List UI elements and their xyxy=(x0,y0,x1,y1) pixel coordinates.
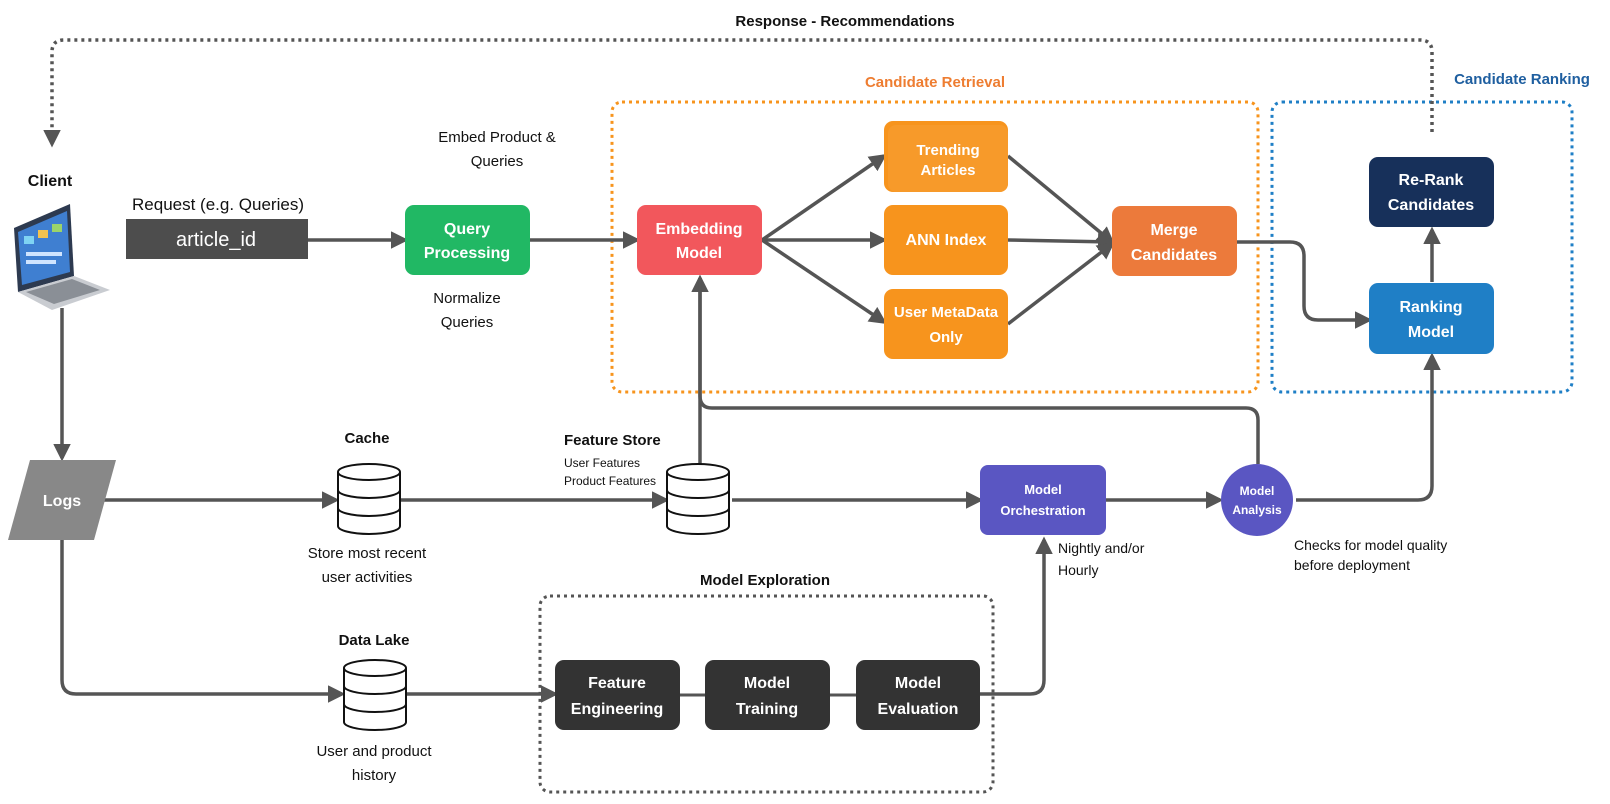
user-metadata-line2: Only xyxy=(929,329,963,346)
normalize-note-line1: Normalize xyxy=(433,290,501,307)
client-label: Client xyxy=(28,173,73,190)
rerank-line1: Re-Rank xyxy=(1399,172,1464,189)
merge-candidates-line1: Merge xyxy=(1150,222,1197,239)
merge-candidates-line2: Candidates xyxy=(1131,247,1217,264)
cache-database-icon xyxy=(337,463,401,535)
response-loop-connector xyxy=(43,38,1434,148)
trending-to-merge-connector xyxy=(1006,154,1115,245)
rerank-candidates-node[interactable]: Re-Rank Candidates xyxy=(1369,157,1494,227)
feature-engineering-line1: Feature xyxy=(588,675,646,692)
feature-store-sub2: Product Features xyxy=(564,474,656,488)
response-title: Response - Recommendations xyxy=(735,13,954,30)
model-exploration-title: Model Exploration xyxy=(700,572,830,589)
query-processing-line1: Query xyxy=(444,221,490,238)
data-lake-caption-line2: history xyxy=(352,767,397,784)
model-orchestration-line1: Model xyxy=(1024,482,1062,497)
data-lake-caption-line1: User and product xyxy=(316,743,432,760)
model-evaluation-node[interactable]: Model Evaluation xyxy=(856,660,980,730)
ranking-model-node[interactable]: Ranking Model xyxy=(1369,283,1494,354)
user-metadata-node[interactable]: User MetaData Only xyxy=(884,289,1008,359)
embedding-to-trending-connector xyxy=(761,154,887,242)
merge-candidates-node[interactable]: Merge Candidates xyxy=(1112,206,1237,276)
cache-title: Cache xyxy=(344,430,389,447)
model-training-line2: Training xyxy=(736,701,798,718)
embed-note-line2: Queries xyxy=(471,153,524,170)
evaluation-to-orchestration-connector xyxy=(980,536,1053,696)
embedding-model-line2: Model xyxy=(676,245,722,262)
embedding-to-metadata-connector xyxy=(761,238,887,324)
rerank-line2: Candidates xyxy=(1388,197,1474,214)
model-training-node[interactable]: Model Training xyxy=(705,660,830,730)
model-training-line1: Model xyxy=(744,675,790,692)
embedding-model-line1: Embedding xyxy=(655,221,742,238)
feature-engineering-line2: Engineering xyxy=(571,701,663,718)
feature-engineering-node[interactable]: Feature Engineering xyxy=(555,660,680,730)
normalize-note-line2: Queries xyxy=(441,314,494,331)
model-evaluation-line1: Model xyxy=(895,675,941,692)
candidate-ranking-group xyxy=(1270,100,1574,394)
cache-caption-line2: user activities xyxy=(322,569,413,586)
logs-to-datalake-connector xyxy=(60,540,346,703)
embedding-model-node[interactable]: Embedding Model xyxy=(637,205,762,275)
model-analysis-line1: Model xyxy=(1240,484,1275,498)
trending-articles-line1: Trending xyxy=(916,142,979,159)
analysis-to-ranking-connector xyxy=(1296,352,1441,502)
ann-index-node[interactable]: ANN Index xyxy=(884,205,1008,275)
model-orchestration-line2: Orchestration xyxy=(1000,503,1085,518)
request-input-value: article_id xyxy=(176,229,256,251)
analysis-note-line2: before deployment xyxy=(1294,557,1410,573)
model-analysis-node[interactable]: Model Analysis xyxy=(1221,464,1293,536)
logs-node[interactable]: Logs xyxy=(8,460,116,540)
candidate-ranking-title: Candidate Ranking xyxy=(1454,71,1590,88)
user-metadata-line1: User MetaData xyxy=(894,304,999,321)
trending-articles-node[interactable]: Trending Articles xyxy=(884,121,1008,192)
logs-label: Logs xyxy=(43,493,81,510)
embed-note-line1: Embed Product & xyxy=(438,129,556,146)
schedule-note-line1: Nightly and/or xyxy=(1058,540,1145,556)
candidate-retrieval-title: Candidate Retrieval xyxy=(865,74,1005,91)
request-label: Request (e.g. Queries) xyxy=(132,195,304,214)
ranking-model-line2: Model xyxy=(1408,324,1454,341)
data-lake-database-icon xyxy=(343,659,407,731)
ann-to-merge-connector xyxy=(1007,232,1116,251)
query-processing-node[interactable]: Query Processing xyxy=(405,205,530,275)
ranking-model-line1: Ranking xyxy=(1399,299,1462,316)
merge-to-ranking-connector xyxy=(1237,240,1373,329)
analysis-to-embedding-connector xyxy=(698,278,1260,464)
feature-store-sub1: User Features xyxy=(564,456,640,470)
model-analysis-line2: Analysis xyxy=(1232,503,1282,517)
ann-index-label: ANN Index xyxy=(906,232,987,249)
schedule-note-line2: Hourly xyxy=(1058,562,1098,578)
data-lake-title: Data Lake xyxy=(339,632,410,649)
request-input[interactable] xyxy=(126,219,308,259)
query-processing-line2: Processing xyxy=(424,245,510,262)
trending-articles-line2: Articles xyxy=(920,162,975,179)
feature-store-title: Feature Store xyxy=(564,432,661,449)
candidate-retrieval-group xyxy=(610,100,1260,394)
model-evaluation-line2: Evaluation xyxy=(878,701,959,718)
feature-store-database-icon xyxy=(666,463,730,535)
metadata-to-merge-connector xyxy=(1006,241,1115,326)
analysis-note-line1: Checks for model quality xyxy=(1294,537,1447,553)
model-orchestration-node[interactable]: Model Orchestration xyxy=(980,465,1106,535)
laptop-icon xyxy=(14,204,110,310)
cache-caption-line1: Store most recent xyxy=(308,545,427,562)
